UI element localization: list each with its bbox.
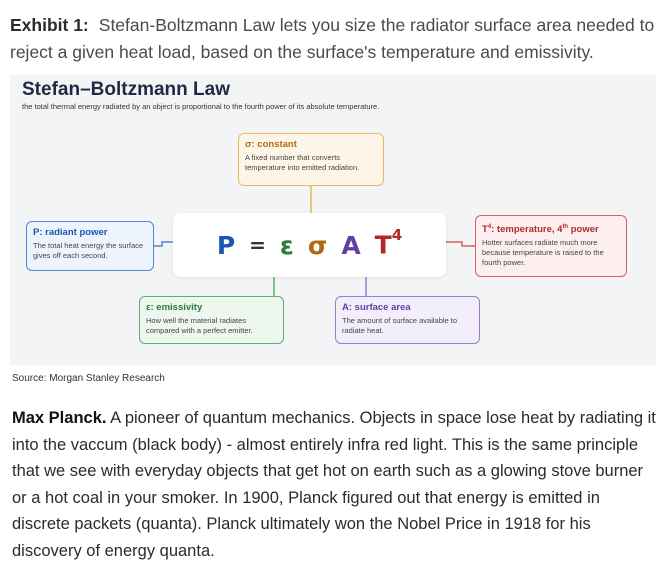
temperature-box-title: T4: temperature, 4th power [482,221,620,236]
emissivity-box: ε: emissivity How well the material radi… [139,296,284,344]
exhibit-caption: Exhibit 1:Stefan-Boltzmann Law lets you … [10,12,660,66]
stefan-boltzmann-diagram: Stefan–Boltzmann Law the total thermal e… [10,75,656,365]
formula-T-base: T [374,230,392,260]
paragraph-text: A pioneer of quantum mechanics. Objects … [12,409,656,560]
formula-epsilon: ε [279,230,294,260]
radiant-power-box: P: radiant power The total heat energy t… [26,221,154,271]
connector-power [154,241,173,247]
power-box-desc: The total heat energy the surface gives … [33,241,144,260]
sigma-box-desc: A fixed number that converts temperature… [245,153,360,172]
temperature-title-prefix: T [482,224,488,236]
temperature-box-desc: Hotter surfaces radiate much more becaus… [482,238,604,268]
exhibit-caption-text: Stefan-Boltzmann Law lets you size the r… [10,15,655,62]
connector-lines [154,186,475,296]
area-box-desc: The amount of surface available to radia… [342,316,458,335]
formula-A: A [341,230,361,260]
temperature-title-sup: 4 [487,224,492,230]
connector-temperature [446,241,475,247]
diagram-subtitle: the total thermal energy radiated by an … [22,102,380,111]
emissivity-box-desc: How well the material radiates compared … [146,316,253,335]
surface-area-box: A: surface area The amount of surface av… [335,296,480,344]
temperature-title-suffix: power [568,224,599,236]
planck-paragraph: Max Planck. A pioneer of quantum mechani… [12,405,657,564]
exhibit-label: Exhibit 1: [10,15,89,35]
formula-P: P [216,230,236,260]
power-box-title: P: radiant power [33,227,108,238]
formula-sigma: σ [307,230,328,260]
emissivity-box-title: ε: emissivity [146,302,203,313]
temperature-title-th: th [562,224,569,230]
area-box-title: A: surface area [342,302,411,313]
sigma-box-title: σ: constant [245,139,297,150]
formula-T: T4 [374,226,403,260]
sigma-constant-box: σ: constant A fixed number that converts… [238,133,384,186]
paragraph-lead: Max Planck. [12,409,107,427]
source-note: Source: Morgan Stanley Research [12,373,165,384]
diagram-title: Stefan–Boltzmann Law [22,79,230,100]
formula-box: P = ε σ A T4 [173,213,446,277]
formula-T-exponent: 4 [391,226,403,245]
temperature-box: T4: temperature, 4th power Hotter surfac… [475,215,627,277]
temperature-title-mid: : temperature, 4 [491,224,563,236]
formula-equals: = [249,233,266,257]
